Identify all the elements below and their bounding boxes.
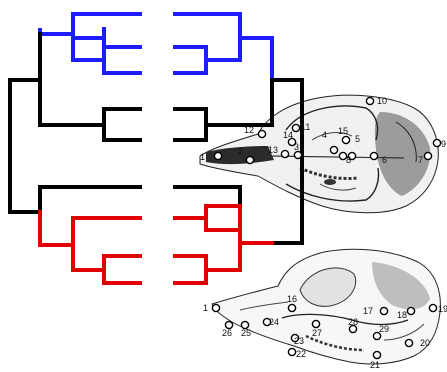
lateral-landmark-24-label: 24	[269, 317, 279, 327]
right-tree-blue-clade	[173, 12, 274, 82]
lateral-zygoma	[281, 313, 409, 326]
dorsal-landmark-10-label: 10	[377, 96, 387, 106]
dorsal-texture-3	[319, 183, 357, 191]
dorsal-landmark-6-marker	[369, 151, 379, 161]
dorsal-landmark-5-label: 5	[355, 134, 360, 144]
lateral-landmark-22-label: 22	[296, 349, 306, 359]
lateral-landmark-25-label: 25	[241, 328, 251, 338]
dorsal-landmark-14-label: 14	[283, 130, 293, 140]
lateral-skull-illustration	[211, 248, 441, 365]
dorsal-landmark-7-marker	[423, 151, 433, 161]
lateral-landmark-29-label: 29	[379, 324, 389, 334]
right-tree	[173, 12, 304, 285]
dorsal-landmark-4-label: 4	[322, 130, 327, 140]
right-tree-black-clade	[173, 78, 274, 142]
dorsal-landmark-9-marker	[432, 138, 442, 148]
lateral-landmark-26-label: 26	[222, 328, 232, 338]
lateral-landmark-19-marker	[428, 303, 438, 313]
lateral-landmark-16-marker	[287, 303, 297, 313]
lateral-landmark-1-marker	[211, 303, 221, 313]
lateral-landmark-group: 1 16 17 18 19 20 21 22 23 24 25 26 27 28 29	[203, 294, 447, 370]
dorsal-landmark-8-marker	[338, 151, 348, 161]
dorsal-foramen	[324, 179, 336, 185]
dorsal-landmark-12-marker	[257, 129, 267, 139]
dorsal-landmark-9-label: 9	[441, 139, 446, 149]
dorsal-texture-2	[395, 121, 417, 163]
dorsal-landmark-4-marker	[329, 145, 339, 155]
dorsal-braincase-shading	[374, 112, 431, 196]
dorsal-midline	[269, 155, 405, 159]
dorsal-landmark-10-marker	[365, 96, 375, 106]
right-tree-backbone	[173, 78, 304, 245]
left-tree-black-clade	[38, 32, 142, 142]
lateral-landmark-26-marker	[224, 320, 234, 330]
left-tree-blue-clade	[38, 12, 142, 75]
dorsal-landmark-2-label: 2	[238, 146, 243, 156]
dorsal-landmark-1-label: 1	[200, 152, 205, 162]
dorsal-snout-shading	[206, 146, 274, 165]
dorsal-landmark-3-label: 3	[294, 142, 299, 152]
lateral-cranium-shading	[372, 262, 430, 310]
dorsal-texture-1	[311, 132, 353, 141]
lateral-landmark-21-marker	[372, 350, 382, 360]
left-tree-backbone	[8, 78, 142, 214]
lateral-landmark-27-marker	[311, 319, 321, 329]
lateral-landmark-18-marker	[406, 306, 416, 316]
lateral-landmark-1-label: 1	[203, 303, 208, 313]
right-tree-red-clade	[173, 204, 274, 285]
lateral-landmark-28-marker	[348, 324, 358, 334]
dorsal-landmark-6-label: 6	[382, 155, 387, 165]
lateral-landmark-23-label: 23	[294, 336, 304, 346]
lateral-landmark-21-label: 21	[370, 360, 380, 370]
left-tree-red-clade	[38, 210, 142, 285]
lateral-landmark-24-marker	[262, 317, 272, 327]
dorsal-landmark-7-label: 7	[418, 155, 423, 165]
lateral-landmark-17-marker	[379, 306, 389, 316]
lateral-landmark-29-marker	[372, 331, 382, 341]
lateral-landmark-20-marker	[404, 338, 414, 348]
dorsal-landmark-15-marker	[341, 135, 351, 145]
dorsal-landmark-1-marker	[213, 151, 223, 161]
lateral-landmark-22-marker	[287, 347, 297, 357]
dorsal-landmark-13-marker	[280, 149, 290, 159]
dorsal-landmark-2-marker	[245, 155, 255, 165]
dorsal-landmark-14-marker	[287, 137, 297, 147]
lateral-orbit	[299, 267, 357, 307]
dorsal-landmark-12-label: 12	[244, 125, 254, 135]
lateral-landmark-28-label: 28	[348, 317, 358, 327]
dorsal-landmark-15-label: 15	[338, 126, 348, 136]
lateral-texture-1	[239, 301, 289, 311]
lateral-landmark-19-label: 19	[438, 304, 447, 314]
lateral-landmark-20-label: 20	[420, 338, 430, 348]
lateral-landmark-18-label: 18	[397, 310, 407, 320]
lateral-landmark-23-marker	[290, 333, 300, 343]
lateral-landmark-16-label: 16	[287, 294, 297, 304]
dorsal-landmark-11-marker	[291, 123, 301, 133]
left-tree	[8, 12, 142, 285]
dorsal-landmark-8-label: 8	[346, 155, 351, 165]
lateral-texture-2	[383, 323, 425, 341]
dorsal-landmark-11-label: 11	[301, 122, 310, 132]
lateral-landmark-27-label: 27	[312, 328, 322, 338]
dorsal-landmark-13-label: 13	[268, 145, 278, 155]
dorsal-skull-illustration	[199, 94, 439, 214]
lateral-landmark-25-marker	[240, 320, 250, 330]
dorsal-landmark-5-marker	[347, 151, 357, 161]
lateral-landmark-17-label: 17	[363, 306, 373, 316]
dorsal-landmark-3-marker	[293, 150, 303, 160]
